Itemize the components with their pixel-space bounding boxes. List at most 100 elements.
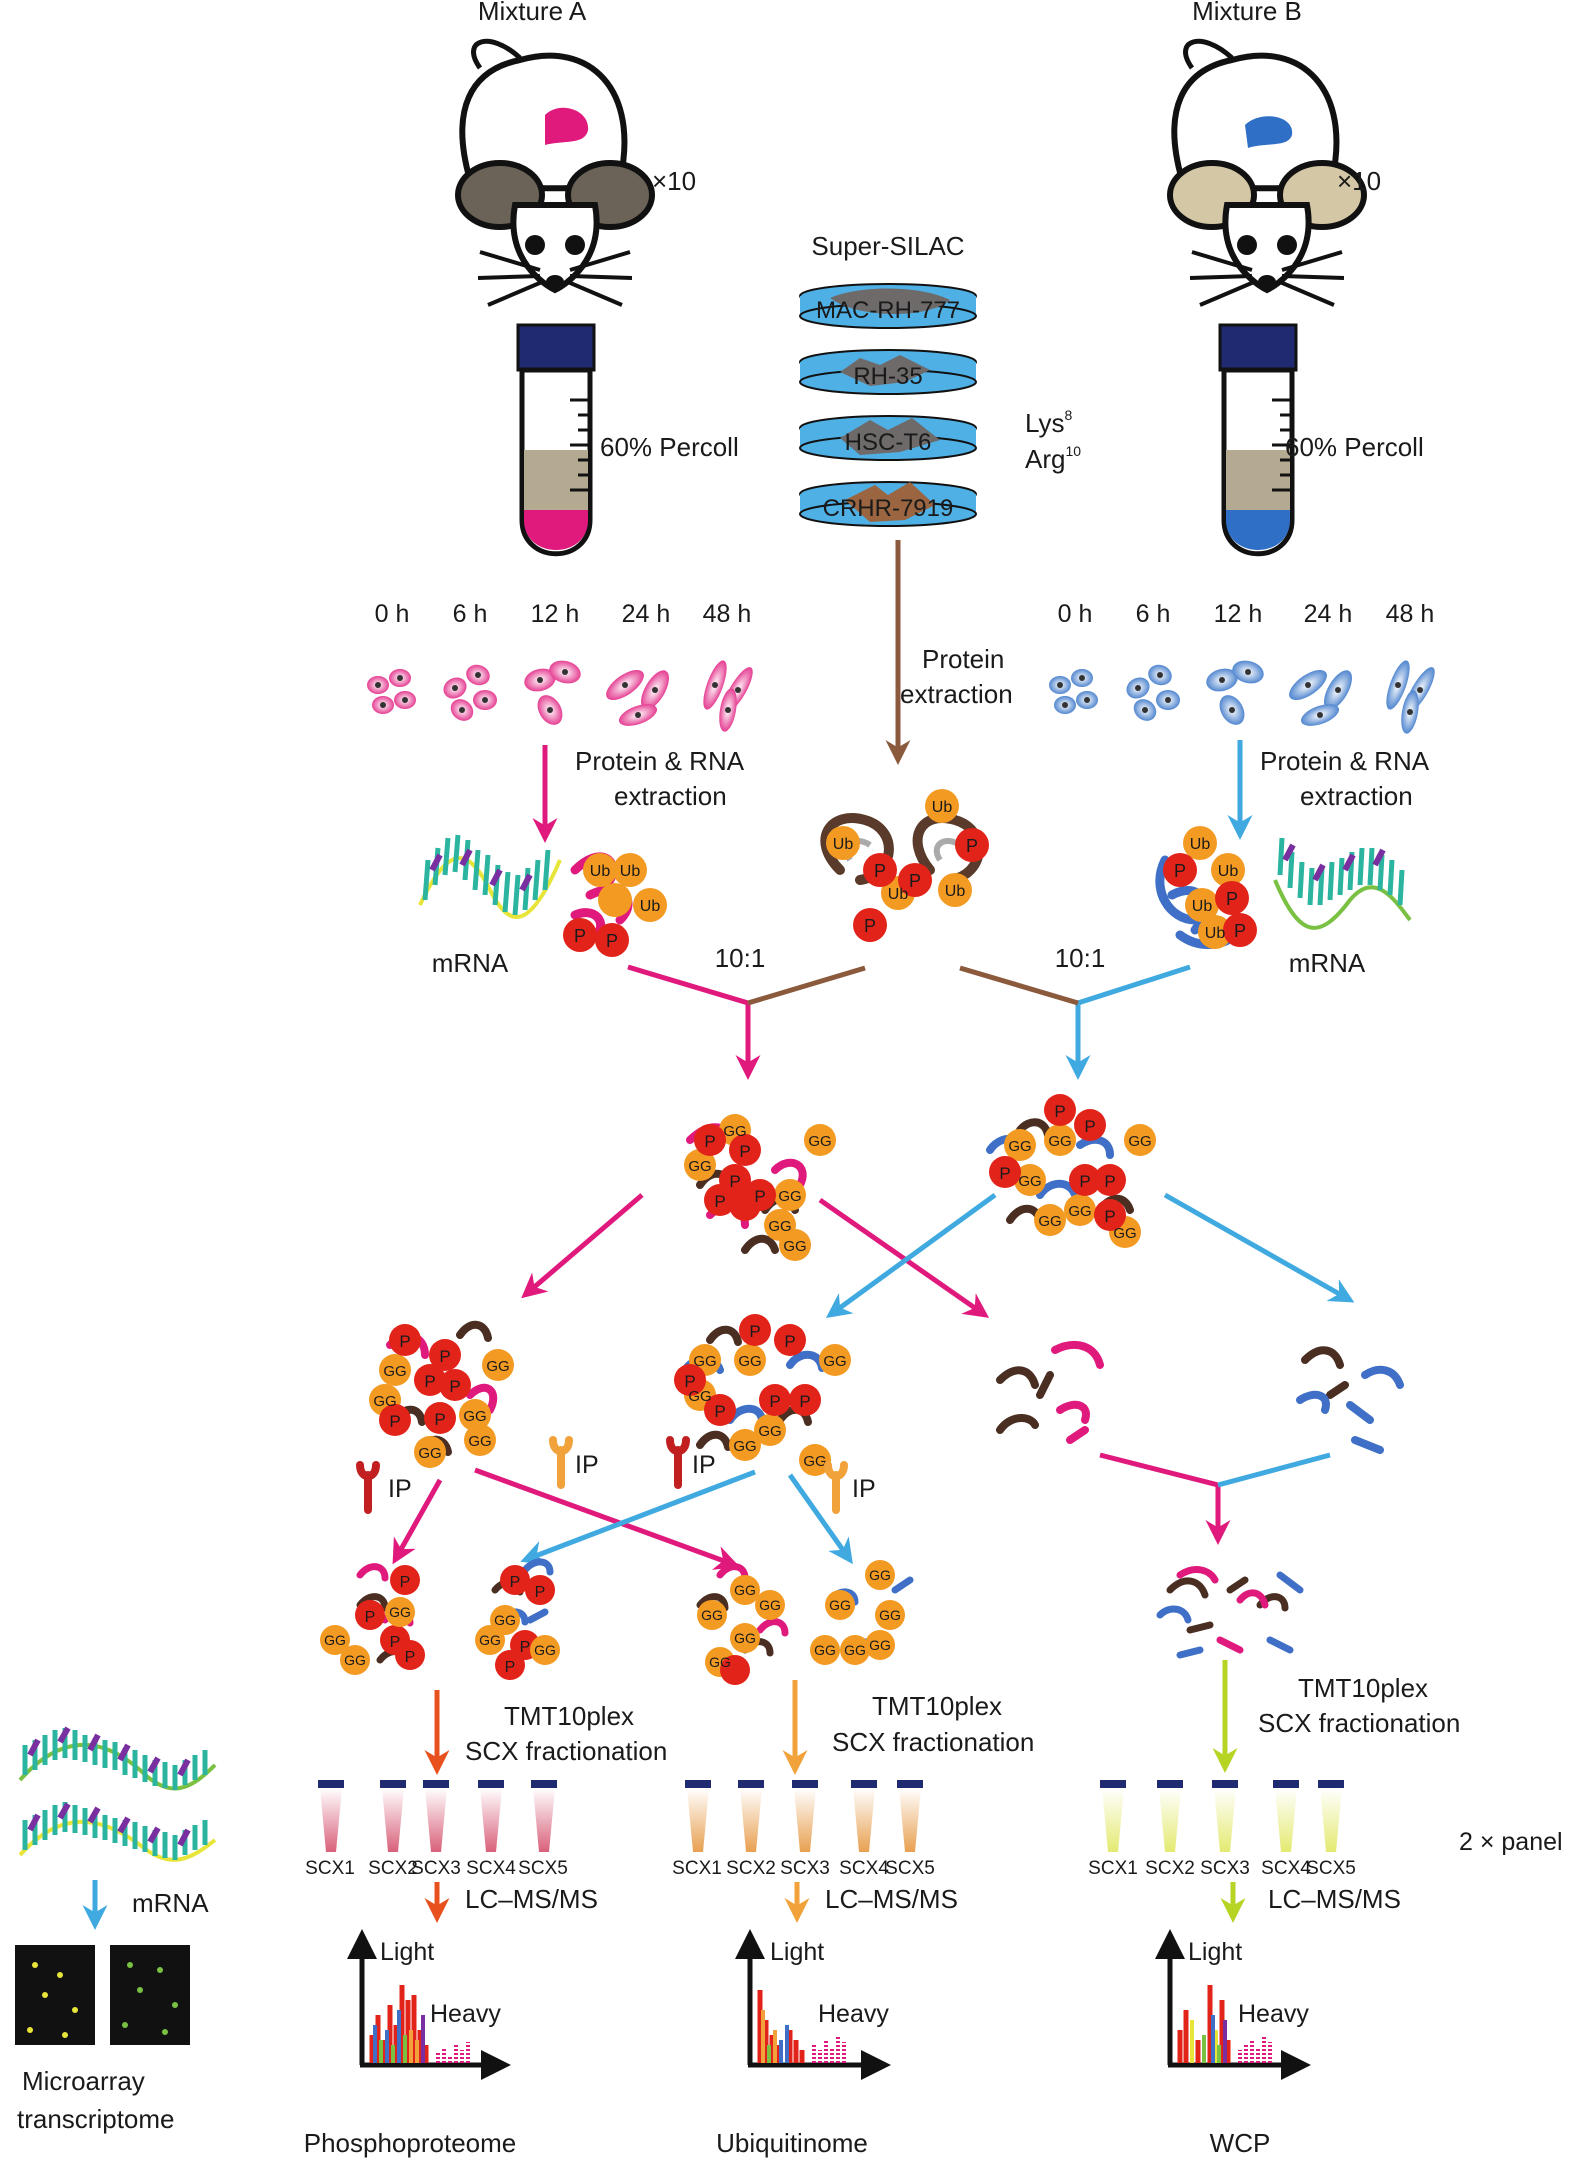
dish-icon: MAC-RH-777	[799, 283, 977, 329]
ip-label: IP	[692, 1451, 716, 1479]
p-mark: P	[784, 1332, 795, 1351]
scx-label: SCX4	[839, 1858, 889, 1879]
dish-icon: HSC-T6	[799, 415, 977, 461]
ub-mark: Ub	[1218, 863, 1239, 880]
split-arrow-b-left	[825, 1192, 997, 1318]
silac-arg-label: Arg10	[1025, 443, 1081, 474]
ip-label: IP	[852, 1475, 876, 1503]
gg-mark: GG	[803, 1453, 826, 1470]
cell-48h	[703, 660, 753, 732]
lys-text: Lys	[1025, 408, 1065, 438]
p-mark: P	[390, 1634, 401, 1651]
ip-label: IP	[575, 1451, 599, 1479]
mouse-b-icon	[1167, 38, 1367, 307]
mixture-a-multiplier: ×10	[652, 166, 696, 196]
scx-label: SCX5	[885, 1858, 935, 1879]
ip-arrow-b-phospho	[520, 1469, 756, 1565]
phospho-heavy-label: Heavy	[430, 2000, 501, 2028]
mixture-b-multiplier: ×10	[1337, 166, 1381, 196]
scx-tube-icon	[1318, 1780, 1344, 1852]
cell-12h	[1206, 660, 1264, 725]
timepoint-label: 6 h	[1136, 600, 1171, 628]
gg-mark: GG	[688, 1158, 711, 1175]
scx-label: SCX3	[411, 1858, 461, 1879]
microarray-title-line1: Microarray	[22, 2066, 145, 2096]
scx-tube-icon	[380, 1780, 406, 1852]
wcp-heavy-label: Heavy	[1238, 2000, 1309, 2028]
gg-mark: GG	[734, 1582, 756, 1598]
scx-tube-icon	[531, 1780, 557, 1852]
mixed-pool-a-icon: GG GG GG GG GG GG P P P P P	[684, 1114, 836, 1261]
phospho-scx-tubes: SCX1 SCX2 SCX3 SCX4 SCX5	[305, 1780, 568, 1879]
ubiquitin-peptides-icon: GG GG GG GG GG GG GG GG GG GG GG	[696, 1560, 914, 1685]
ub-mark: Ub	[590, 863, 611, 880]
split-arrow-b-right	[1163, 1192, 1355, 1303]
mixture-b-cells	[1049, 660, 1435, 734]
lys-superscript: 8	[1065, 407, 1073, 423]
scx-tube-icon	[478, 1780, 504, 1852]
mixture-a-cells	[367, 660, 753, 732]
scx-tube-icon	[318, 1780, 344, 1852]
dish-label: RH-35	[853, 363, 922, 390]
p-mark: P	[684, 1372, 695, 1391]
enriched-pool-a-icon: GG GG GG GG GG GG P P P P P P	[369, 1320, 514, 1468]
wcp-peptides-icon	[1156, 1566, 1304, 1659]
timepoint-label: 12 h	[1214, 600, 1263, 628]
gg-mark: GG	[738, 1353, 761, 1370]
p-mark: P	[574, 926, 586, 946]
scx-label: SCX5	[1306, 1858, 1356, 1879]
gg-mark: GG	[733, 1438, 756, 1455]
ubiquitin-heavy-label: Heavy	[818, 2000, 889, 2028]
scx-tube-icon	[1157, 1780, 1183, 1852]
timepoint-label: 48 h	[703, 600, 752, 628]
timepoint-label: 6 h	[453, 600, 488, 628]
ub-mark: Ub	[833, 836, 854, 853]
ub-mark: Ub	[932, 799, 953, 816]
silac-dishes: MAC-RH-777 RH-35 HSC-T6 CRHR-7919	[799, 283, 977, 527]
mixture-b-mrna-label: mRNA	[1289, 948, 1366, 978]
gg-mark: GG	[778, 1188, 801, 1205]
mixture-a-title: Mixture A	[478, 0, 587, 26]
gg-mark: GG	[418, 1445, 441, 1462]
p-mark: P	[714, 1192, 725, 1211]
ratio-b-label: 10:1	[1055, 943, 1106, 973]
gg-mark: GG	[1128, 1133, 1151, 1150]
microarray-chip-icon	[15, 1945, 190, 2045]
gg-mark: GG	[814, 1642, 836, 1658]
scx-label: SCX4	[1261, 1858, 1311, 1879]
mixture-a-mrna-label: mRNA	[432, 948, 509, 978]
super-silac-title: Super-SILAC	[811, 231, 964, 261]
ub-mark: Ub	[888, 886, 909, 903]
gg-mark: GG	[344, 1652, 366, 1668]
ubiquitin-lcms-label: LC–MS/MS	[825, 1884, 958, 1914]
p-mark: P	[1174, 861, 1186, 881]
output-wcp: WCP	[1210, 2128, 1271, 2158]
gg-mark: GG	[324, 1632, 346, 1648]
cell-6h	[443, 664, 497, 721]
ip-arrow-a-phospho	[392, 1478, 443, 1565]
p-mark: P	[739, 1142, 750, 1161]
scx-label: SCX3	[1200, 1858, 1250, 1879]
split-arrow-a-right	[818, 1197, 990, 1318]
mixture-a-percoll: 60% Percoll	[600, 432, 739, 462]
wcp-spectrum-icon	[1155, 1929, 1311, 2080]
gg-mark: GG	[829, 1597, 851, 1613]
ub-mark: Ub	[945, 883, 966, 900]
split-arrow-a-left	[521, 1193, 644, 1299]
mouse-a-icon	[455, 38, 655, 307]
microarray-waves-icon	[18, 1726, 217, 1862]
silac-lys-label: Lys8	[1025, 407, 1073, 438]
dish-label: CRHR-7919	[823, 495, 954, 522]
scx-tube-icon	[1273, 1780, 1299, 1852]
cell-48h	[1386, 660, 1435, 734]
microarray-mrna-label: mRNA	[132, 1888, 209, 1918]
timepoint-label: 12 h	[531, 600, 580, 628]
gg-mark: GG	[1008, 1138, 1031, 1155]
p-mark: P	[799, 1392, 810, 1411]
phospho-fractionation-line2: SCX fractionation	[465, 1736, 667, 1766]
mixture-b-percoll: 60% Percoll	[1285, 432, 1424, 462]
arg-superscript: 10	[1065, 443, 1081, 459]
ub-mark: Ub	[620, 863, 641, 880]
p-mark: P	[400, 1574, 411, 1591]
timepoint-label: 48 h	[1386, 600, 1435, 628]
